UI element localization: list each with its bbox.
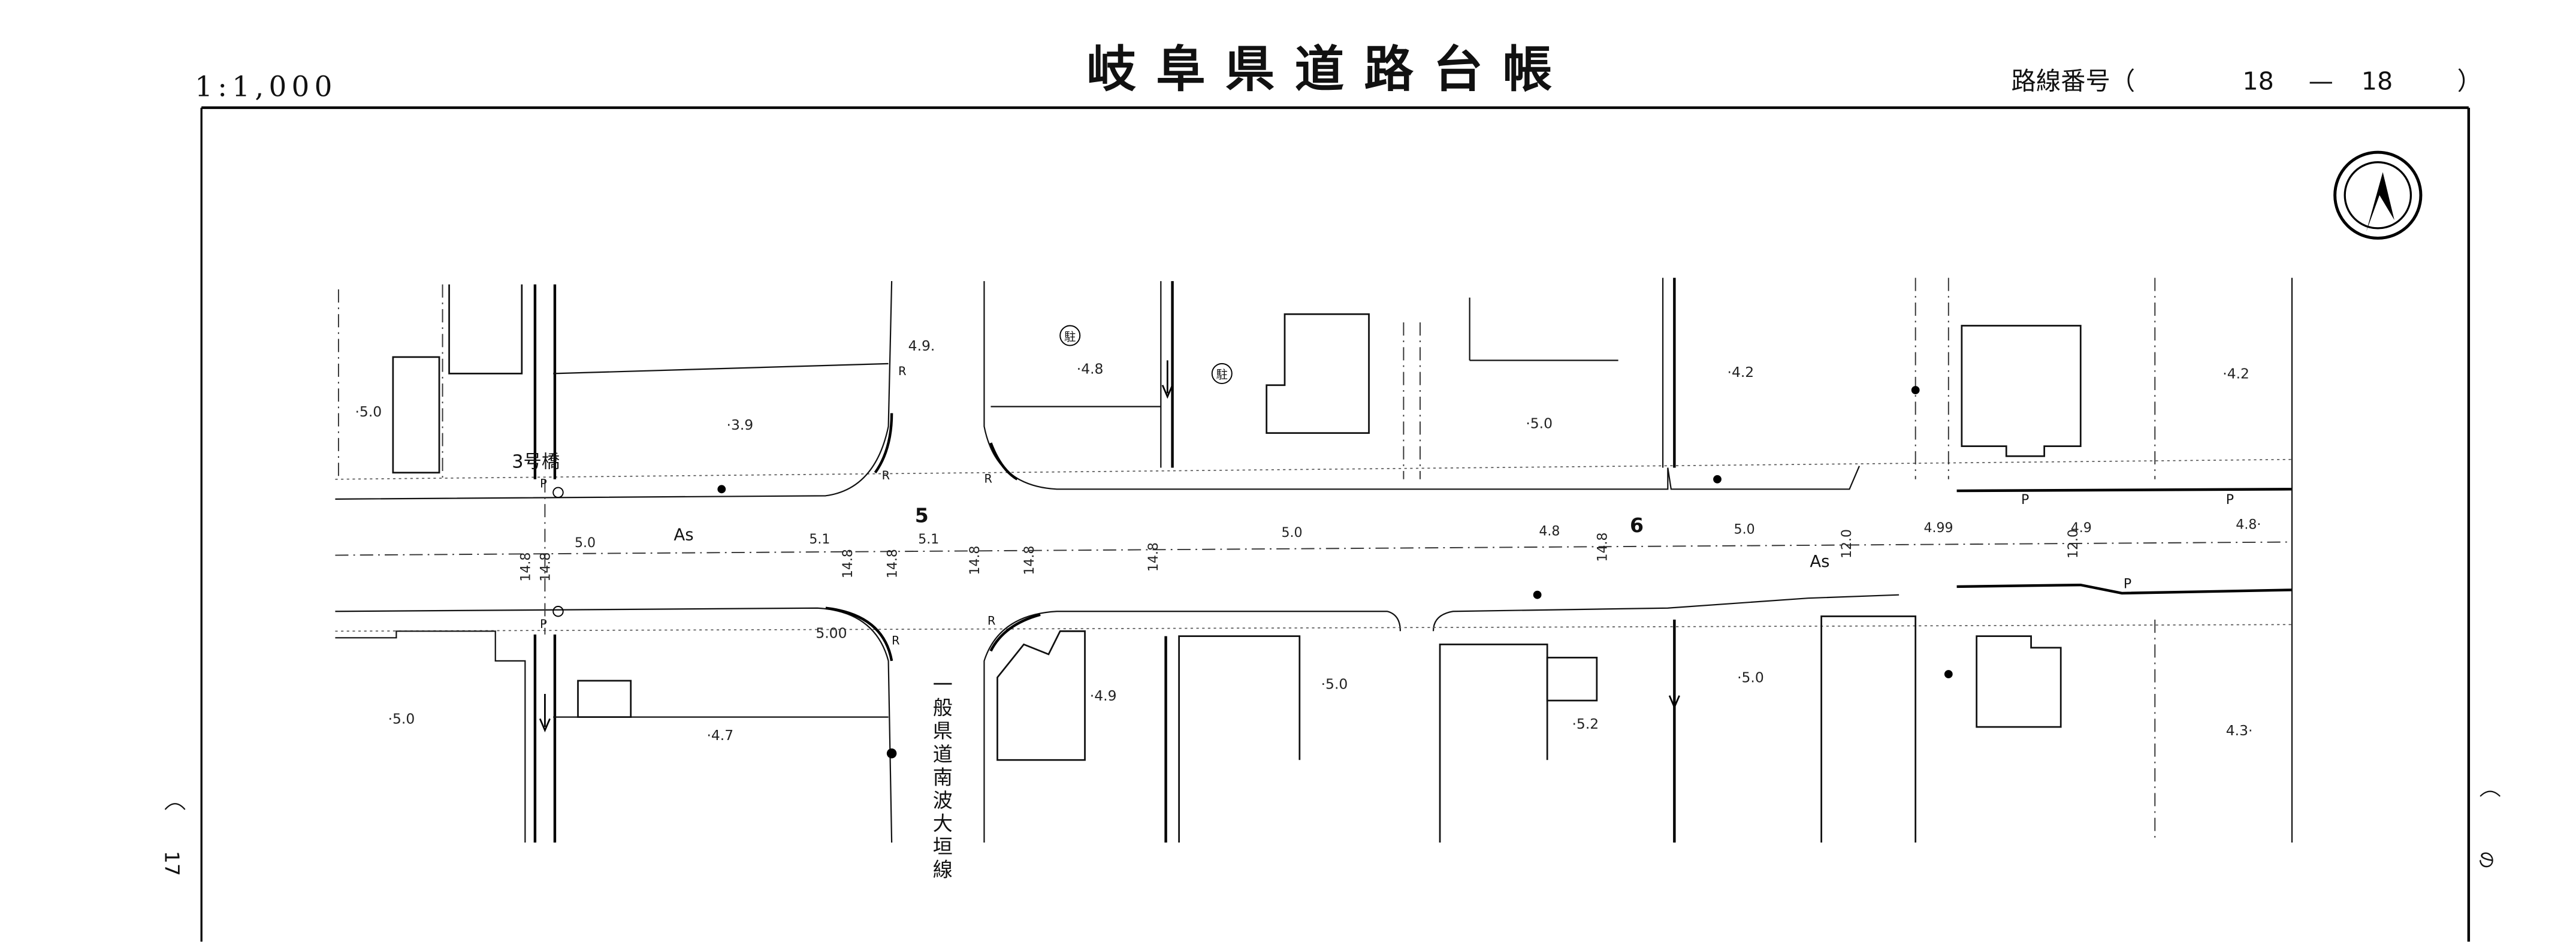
road-width-label: 14.8 <box>1022 546 1037 575</box>
map-labels: 3号橋 5 6 As As P P P P P R R R R R 一般県道南波… <box>355 337 2261 882</box>
map-symbols: 駐 駐 <box>539 325 1953 759</box>
road-elevation-label: 5.1 <box>918 532 939 547</box>
r-marker: R <box>984 472 992 485</box>
elevation-label: ·4.8 <box>1077 360 1104 377</box>
surface-label: As <box>674 526 693 545</box>
utility-pole-icon <box>1533 590 1542 599</box>
elevation-label: ·4.7 <box>706 727 733 744</box>
one-way-arrow-icon <box>1161 360 1173 399</box>
road-width-label: 14.8 <box>841 549 856 578</box>
scale-label: 1:1,000 <box>195 71 337 103</box>
p-marker: P <box>2226 493 2234 508</box>
route-number-sep: — <box>2309 67 2333 95</box>
road-width-label: 14.8 <box>1146 542 1161 572</box>
road-elevation-label: 5.0 <box>1281 526 1302 541</box>
utility-pole-icon <box>886 748 897 759</box>
elevation-label: 4.3· <box>2226 722 2253 739</box>
road-width-label: 14.8 <box>539 552 554 582</box>
right-bracket-mark <box>2480 790 2501 797</box>
elevation-label: ·5.0 <box>388 711 415 727</box>
road-elevation-label: 5.0 <box>1734 523 1755 538</box>
surface-label: As <box>1810 552 1829 571</box>
route-number-label: 路線番号（ <box>2012 67 2136 95</box>
elevation-label: ·5.0 <box>1321 676 1348 693</box>
utility-pole-icon <box>1944 670 1953 678</box>
road-elevation-label: 4.8 <box>1539 524 1560 539</box>
manhole-icon <box>552 487 564 499</box>
sheet-frame <box>200 106 2471 942</box>
crossing-road-name: 一般県道南波大垣線 <box>929 674 953 882</box>
r-marker: R <box>892 633 899 647</box>
buildings <box>392 284 2082 843</box>
manhole-icon <box>552 606 564 617</box>
road-width-label: 12.0 <box>2066 529 2081 558</box>
r-marker: R <box>882 469 890 482</box>
main-road <box>335 281 2293 843</box>
one-way-arrow-icon <box>1668 674 1680 709</box>
parking-mark-label: 駐 <box>1216 368 1228 382</box>
p-marker: P <box>540 617 547 631</box>
elevation-label: 5.00 <box>816 624 847 641</box>
utility-pole-icon <box>1713 475 1722 484</box>
elevation-label: ·5.0 <box>1737 669 1764 686</box>
road-width-label: 14.8 <box>968 546 983 575</box>
elevation-label: ·4.2 <box>2222 366 2249 382</box>
elevation-label: ·4.2 <box>1728 364 1754 381</box>
r-marker: R <box>898 364 906 378</box>
road-elevation-label: 4.9 <box>2071 521 2092 536</box>
utility-pole-icon <box>1911 386 1920 394</box>
elevation-label: ·5.0 <box>355 403 382 420</box>
road-elevation-label: 5.0 <box>575 536 596 551</box>
parking-mark-icon <box>1211 363 1233 384</box>
elevation-label: 4.9. <box>908 337 935 354</box>
road-elevation-label: 5.1 <box>809 532 830 547</box>
section-number: 6 <box>1630 514 1644 537</box>
route-number: 路線番号（ 18 — 18 ） <box>2012 67 2482 95</box>
road-width-label: 14.8 <box>1595 533 1610 562</box>
elevation-label: ·3.9 <box>727 416 754 433</box>
one-way-arrow-icon <box>539 694 551 733</box>
road-width-label: 14.8 <box>519 552 534 582</box>
road-width-label: 14.8 <box>885 549 900 578</box>
parking-mark-label: 駐 <box>1064 330 1076 343</box>
parking-mark-icon <box>1059 325 1081 346</box>
elevation-label: ·5.0 <box>1526 415 1553 431</box>
side-streets <box>335 277 2293 843</box>
road-elevation-label: 4.8· <box>2236 517 2261 532</box>
left-page-number: 17 <box>161 851 184 876</box>
north-arrow-icon <box>2333 150 2423 240</box>
p-marker: P <box>540 477 547 491</box>
elevation-label: ·5.2 <box>1572 715 1599 732</box>
bridge-label: 3号橋 <box>512 451 560 472</box>
road-width-label: 12.0 <box>1840 529 1855 558</box>
right-page-mark: の <box>2475 851 2496 869</box>
route-number-close: ） <box>2457 67 2482 95</box>
section-number: 5 <box>915 503 929 527</box>
left-bracket-mark <box>164 803 186 810</box>
route-number-to: 18 <box>2361 67 2393 95</box>
road-elevation-label: 4.99 <box>1923 521 1953 536</box>
route-number-from: 18 <box>2242 67 2274 95</box>
p-marker: P <box>2124 577 2131 592</box>
utility-pole-icon <box>717 485 726 494</box>
elevation-label: ·4.9 <box>1090 687 1117 704</box>
r-marker: R <box>987 614 995 627</box>
sheet-title: 岐阜県道路台帳 <box>1086 40 1572 98</box>
p-marker: P <box>2021 493 2029 508</box>
